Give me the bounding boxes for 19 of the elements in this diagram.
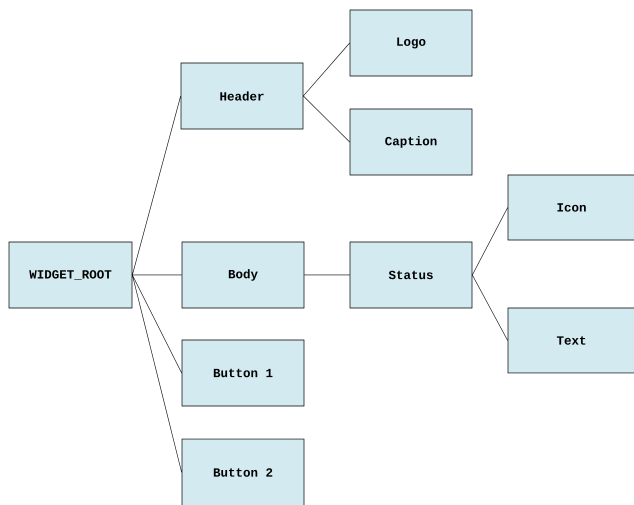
tree-box: Icon: [508, 174, 634, 240]
tree-box: Button 2: [182, 438, 304, 505]
connector-line: [304, 274, 350, 276]
connector-line: [472, 207, 508, 276]
tree-box: WIDGET_ROOT: [8, 242, 132, 308]
tree-box: Body: [182, 242, 304, 308]
tree-box: Caption: [350, 108, 472, 176]
connector-line: [303, 96, 350, 142]
tree-box: Logo: [350, 10, 472, 76]
tree-box: Text: [508, 308, 634, 374]
connector-line: [472, 274, 508, 341]
tree-box: Status: [350, 242, 472, 308]
connector-line: [303, 42, 350, 96]
connector-line: [132, 96, 181, 276]
connector-line: [132, 274, 182, 374]
tree-box: Button 1: [182, 340, 304, 406]
connector-line: [132, 274, 182, 473]
tree-box: Header: [180, 62, 304, 130]
connector-line: [132, 274, 182, 276]
